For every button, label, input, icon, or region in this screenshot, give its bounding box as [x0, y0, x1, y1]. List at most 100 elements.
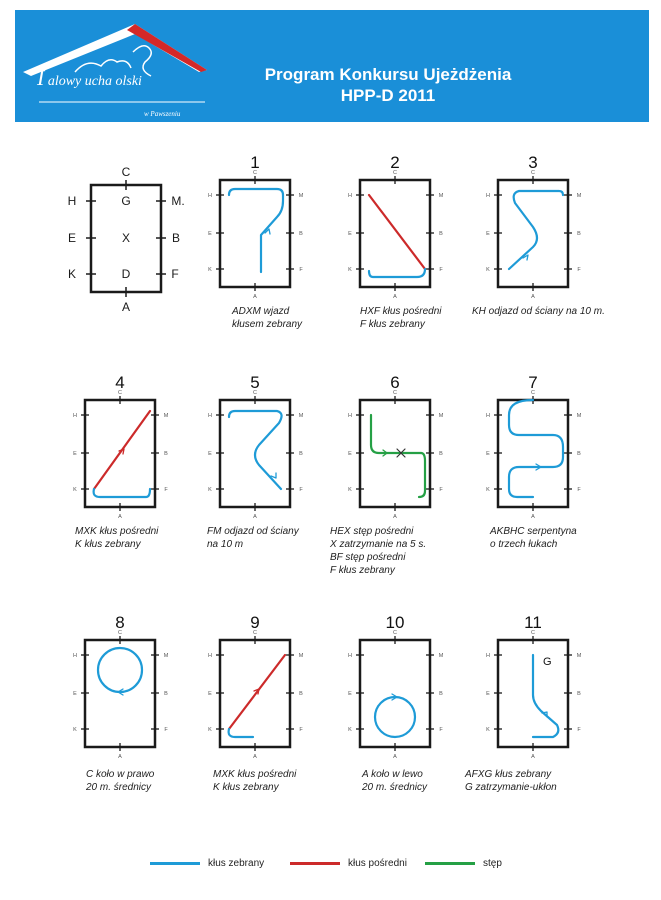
- arena-diagram-8: C A H E K M B F: [73, 630, 169, 760]
- arena-letter-f: F: [577, 487, 581, 493]
- direction-arrow-icon: [522, 254, 529, 261]
- ride-path: [396, 448, 406, 458]
- caption-line: HXF kłus pośredni: [360, 306, 442, 317]
- caption-line: MXK kłus pośredni: [213, 769, 297, 780]
- movement-number: 6: [390, 373, 400, 392]
- legend-item-klus-zebrany: kłus zebrany: [150, 858, 264, 869]
- caption-line: A koło w lewo: [362, 769, 423, 780]
- arena-letter-a: A: [118, 514, 122, 520]
- arena-letter-f: F: [164, 727, 168, 733]
- ride-path: [227, 727, 255, 739]
- ride-path: [227, 187, 285, 274]
- arena-letter-b: B: [577, 691, 581, 697]
- arena-diagram-7: C A H E K M B F: [486, 390, 582, 520]
- arena-letter-m: M: [577, 413, 582, 419]
- movement-number: 3: [528, 153, 538, 172]
- arena-letter-h: H: [348, 413, 352, 419]
- arena-letter-h: H: [208, 193, 212, 199]
- direction-arrow-icon: [264, 228, 271, 235]
- caption-line: o trzech łukach: [490, 539, 558, 550]
- arena-letter-k: K: [348, 727, 352, 733]
- arena-letter-e: E: [73, 691, 77, 697]
- arena-letter-a: A: [253, 514, 257, 520]
- ride-path: [227, 653, 287, 731]
- arena-letter-k: K: [208, 727, 212, 733]
- letter-c: C: [122, 165, 131, 179]
- arena-diagram-2: C A H E K M B F: [348, 170, 444, 300]
- caption-line: K kłus zebrany: [213, 782, 279, 793]
- movement-number: 11: [524, 613, 542, 632]
- caption-line: F kłus zebrany: [330, 565, 395, 576]
- arena-diagram-6: C A H E K M B F: [348, 390, 444, 520]
- arena-letter-e: E: [348, 231, 352, 237]
- arena-letter-b: B: [299, 691, 303, 697]
- movement-number: 4: [115, 373, 125, 392]
- arena-letter-a: A: [393, 754, 397, 760]
- arena-letter-k: K: [208, 267, 212, 273]
- letter-d: D: [122, 267, 131, 281]
- ride-path: [367, 193, 427, 271]
- arena-letter-f: F: [299, 727, 303, 733]
- ride-path: [369, 413, 403, 455]
- arena-letter-a: A: [531, 514, 535, 520]
- movement-number: 1: [250, 153, 260, 172]
- arena-letter-c: C: [253, 170, 257, 176]
- arena-letter-k: K: [348, 487, 352, 493]
- arena-letter-k: K: [73, 487, 77, 493]
- key-arena-diagram: C H G M. E X B K D F A: [68, 165, 185, 314]
- arena-letter-c: C: [393, 390, 397, 396]
- arena-letter-h: H: [208, 413, 212, 419]
- arena-letter-f: F: [577, 267, 581, 273]
- letter-g: G: [121, 194, 130, 208]
- direction-arrow-icon: [535, 463, 542, 471]
- direction-arrow-icon: [541, 711, 548, 718]
- arena-letter-a: A: [253, 754, 257, 760]
- movement-caption: MXK kłus pośredni K kłus zebrany: [213, 768, 296, 794]
- arena-letter-e: E: [208, 451, 212, 457]
- arena-letter-e: E: [348, 451, 352, 457]
- arena-letter-c: C: [118, 390, 122, 396]
- ride-path: [507, 398, 565, 499]
- arena-letter-k: K: [486, 267, 490, 273]
- arena-letter-b: B: [164, 691, 168, 697]
- arena-letter-b: B: [577, 231, 581, 237]
- arena-letter-b: B: [439, 231, 443, 237]
- letter-e: E: [68, 231, 76, 245]
- arena-letter-h: H: [73, 653, 77, 659]
- arena-letter-c: C: [253, 630, 257, 636]
- arena-letter-m: M: [164, 653, 169, 659]
- arena-letter-m: M: [577, 193, 582, 199]
- letter-m: M.: [171, 194, 184, 208]
- arena-letter-h: H: [208, 653, 212, 659]
- letter-k: K: [68, 267, 76, 281]
- caption-line: AFXG kłus zebrany: [465, 769, 552, 780]
- header-banner: I alowy ucha olski w Pawszeniu Program K…: [15, 10, 649, 122]
- arena-letter-c: C: [253, 390, 257, 396]
- arena-letter-h: H: [73, 413, 77, 419]
- arena-letter-e: E: [486, 451, 490, 457]
- arena-letter-f: F: [439, 487, 443, 493]
- circle-path: [373, 695, 417, 739]
- caption-line: 20 m. średnicy: [362, 782, 428, 793]
- ride-path: [507, 189, 565, 271]
- arena-letter-h: H: [486, 413, 490, 419]
- arena-letter-f: F: [577, 727, 581, 733]
- logo-subtitle: w Pawszeniu: [144, 110, 181, 118]
- arena-letter-f: F: [164, 487, 168, 493]
- movement-number: 10: [385, 613, 405, 632]
- movement-number: 7: [528, 373, 538, 392]
- arena-letter-c: C: [531, 170, 535, 176]
- ride-path: [531, 653, 560, 739]
- arena-letter-k: K: [348, 267, 352, 273]
- arena-letter-m: M: [299, 193, 304, 199]
- caption-line: 20 m. średnicy: [86, 782, 152, 793]
- direction-arrow-icon: [382, 449, 388, 457]
- letter-a: A: [122, 300, 130, 314]
- caption-line: K kłus zebrany: [75, 539, 141, 550]
- letter-f: F: [171, 267, 178, 281]
